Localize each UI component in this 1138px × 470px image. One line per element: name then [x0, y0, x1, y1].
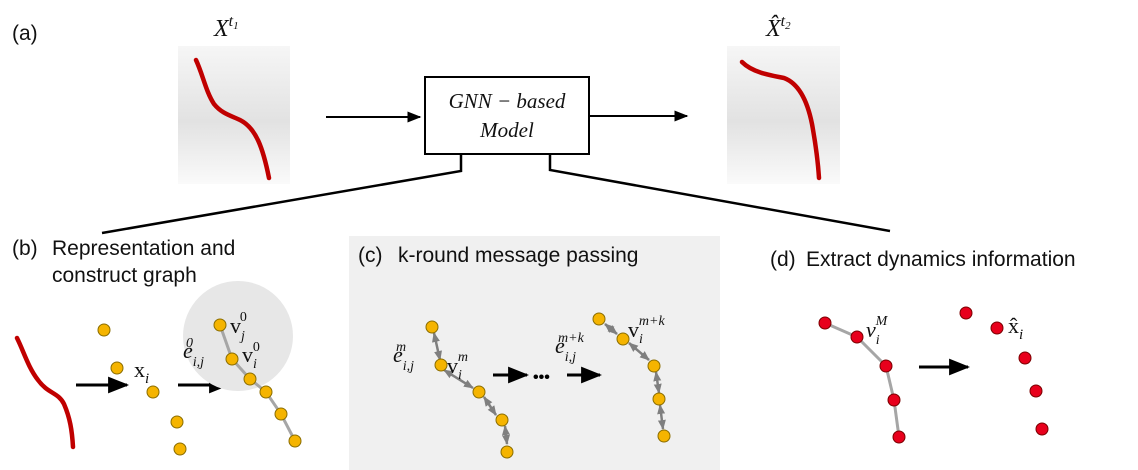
- message-arrow: [604, 323, 618, 335]
- edge-label-mk: ei,jm+k: [555, 331, 585, 365]
- connector-right: [548, 154, 891, 233]
- input-curve: [193, 57, 272, 181]
- node-vj: [213, 318, 227, 332]
- model-label-line2: Model: [479, 118, 534, 142]
- message-arrow: [502, 425, 510, 445]
- point: [146, 385, 160, 399]
- graph-node: [472, 385, 486, 399]
- panel-d-graph-nodes: [818, 316, 906, 444]
- panel-b: (b) Representation and construct graph x…: [12, 237, 302, 456]
- panel-c-graph-mk: [592, 312, 671, 443]
- point: [173, 442, 187, 456]
- point: [170, 415, 184, 429]
- graph-node: [652, 392, 666, 406]
- graph-node: [892, 430, 906, 444]
- point: [1029, 384, 1043, 398]
- graph-node: [647, 359, 661, 373]
- panel-c-label: (c): [358, 244, 383, 267]
- point: [1018, 351, 1032, 365]
- panel-d-label: (d): [770, 248, 796, 271]
- output-symbol: X̂t2: [765, 13, 791, 42]
- panel-b-title-line2: construct graph: [52, 264, 197, 287]
- panel-c-background: [349, 236, 720, 470]
- gnn-model-box: [424, 76, 590, 155]
- node-label-mk: vim+k: [628, 314, 665, 347]
- ellipsis: •••: [533, 369, 550, 386]
- graph-node: [288, 434, 302, 448]
- node-vi: [850, 330, 864, 344]
- point: [1035, 422, 1049, 436]
- graph-node: [592, 312, 606, 326]
- output-curve: [739, 59, 822, 181]
- panel-b-title-line1: Representation and: [52, 237, 235, 260]
- graph-node: [887, 393, 901, 407]
- panel-b-points: [97, 323, 187, 456]
- graph-node: [818, 316, 832, 330]
- node-label-m: vim: [447, 350, 468, 383]
- panel-b-graph-nodes: [213, 318, 302, 448]
- panel-a-label: (a): [12, 22, 38, 45]
- panel-b-label: (b): [12, 237, 38, 260]
- message-arrow: [482, 396, 498, 416]
- graph-node: [657, 429, 671, 443]
- edge-label: ei,j0: [183, 336, 204, 370]
- graph-node: [495, 413, 509, 427]
- output-point-label: x̂i: [1008, 313, 1023, 343]
- graph-node: [259, 385, 273, 399]
- message-arrow: [653, 371, 662, 394]
- graph-node: [243, 372, 257, 386]
- node-vi: [225, 352, 239, 366]
- panel-d: (d) Extract dynamics information viM x̂i: [770, 248, 1076, 444]
- panel-b-curve: [14, 335, 76, 450]
- message-arrow: [443, 368, 474, 390]
- node-vi: [434, 358, 448, 372]
- graph-node: [500, 445, 514, 459]
- connector-left: [101, 154, 463, 235]
- panel-c-title: k-round message passing: [398, 244, 638, 267]
- point: [959, 306, 973, 320]
- panel-d-title: Extract dynamics information: [806, 248, 1076, 271]
- node-label-M: viM: [866, 314, 889, 348]
- input-symbol: Xt1: [213, 13, 239, 42]
- model-label-line1: GNN − based: [449, 89, 566, 113]
- vi-label: vi0: [242, 340, 260, 372]
- node-feature-label: xi: [134, 357, 149, 387]
- node-vi: [616, 332, 630, 346]
- message-arrow: [657, 404, 666, 430]
- message-arrow: [628, 342, 650, 361]
- panel-c-graph-m: [425, 320, 514, 459]
- graph-node: [425, 320, 439, 334]
- panel-d-output-points: [959, 306, 1049, 436]
- panel-a: (a) Xt1 GNN − based Model X̂t2: [12, 13, 891, 235]
- panel-c: (c) k-round message passing ei,jm vim ••…: [349, 236, 720, 470]
- point: [990, 321, 1004, 335]
- edge-label-m: ei,jm: [393, 340, 414, 374]
- neighborhood-highlight: [183, 281, 293, 391]
- graph-node: [274, 407, 288, 421]
- message-arrow: [432, 332, 442, 361]
- graph-node: [879, 359, 893, 373]
- point: [110, 361, 124, 375]
- point: [97, 323, 111, 337]
- vj-label: vj0: [230, 310, 247, 344]
- output-state-box: [727, 46, 840, 184]
